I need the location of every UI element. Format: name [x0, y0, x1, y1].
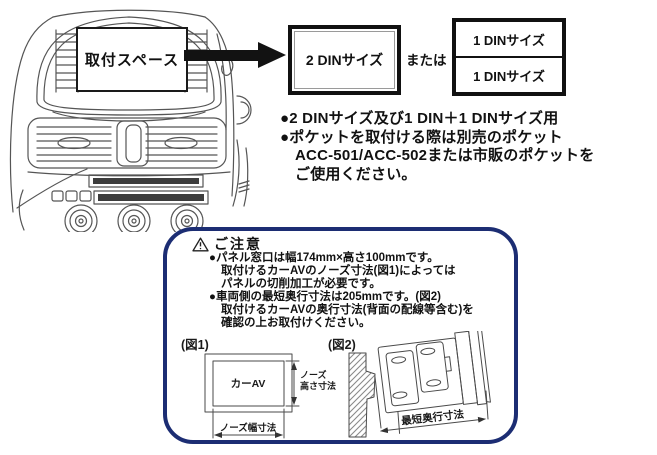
fig1-width-ext-lines — [212, 408, 285, 439]
caution-line-2: 取付けるカーAVのノーズ寸法(図1)によっては — [221, 264, 456, 277]
fig2-depth-arrow — [380, 416, 486, 434]
fig1-height-dim-line2: 高さ寸法 — [300, 380, 336, 391]
fig2-ext-lines — [374, 376, 489, 429]
side-detail-wave-2 — [243, 147, 249, 207]
center-vent-slats-left — [36, 126, 112, 162]
dash-outline-top — [52, 9, 206, 18]
dash-crease — [16, 168, 88, 209]
vent-knob-left — [57, 136, 91, 150]
fig2-wall-hatched — [348, 352, 376, 438]
climate-knob-left — [64, 204, 98, 232]
cd-slot-1-opening — [93, 178, 199, 184]
notes-block: ●2 DINサイズ及び1 DIN＋1 DINサイズ用 ●ポケットを取付ける際は別… — [280, 110, 656, 184]
button-1 — [51, 190, 64, 202]
note-line-2: ●ポケットを取付ける際は別売のポケット — [280, 128, 563, 146]
note-line-4: ご使用ください。 — [295, 165, 417, 183]
right-vent-louvers — [184, 29, 208, 93]
left-bracket-curve — [18, 189, 25, 231]
fig1-unit-label: カーAV — [231, 378, 266, 390]
caution-line-3: パネルの切削加工が必要です。 — [221, 277, 381, 290]
din-1-top-cell: 1 DINサイズ — [456, 22, 562, 58]
caution-title: ご注意 — [214, 236, 262, 252]
center-vent-slats-right — [145, 126, 218, 162]
caution-line-6: 確認の上お取付けください。 — [221, 316, 371, 329]
arrow-bar — [184, 50, 264, 61]
caution-line-4: ●車両側の最短奥行寸法は205mmです。(図2) — [209, 290, 441, 303]
side-detail-arc-outer — [236, 95, 252, 125]
fig2-label: (図2) — [328, 338, 356, 352]
car-dashboard-illustration — [9, 9, 252, 232]
din-2-size-box: 2 DINサイズ — [288, 25, 401, 95]
side-detail-hatch — [238, 180, 250, 193]
dash-outline-right — [204, 16, 235, 197]
vent-knob-right — [164, 136, 198, 150]
left-vent-louvers — [55, 29, 79, 93]
cd-slot-1 — [88, 174, 204, 188]
dash-outline-right-inner — [216, 33, 227, 131]
fig1-height-ext-lines — [285, 360, 300, 407]
vent-divider-inner — [125, 124, 142, 163]
fig1-width-dim: ノーズ幅寸法 — [220, 422, 277, 434]
din-1-stack-box: 1 DINサイズ 1 DINサイズ — [452, 18, 566, 96]
note-line-1: ●2 DINサイズ及び1 DIN＋1 DINサイズ用 — [280, 110, 559, 127]
climate-knob-center — [117, 204, 151, 232]
warning-icon — [192, 237, 209, 251]
mount-space-callout: 取付スペース — [76, 27, 188, 92]
arrow-right-icon — [258, 42, 286, 68]
side-detail-arc-inner — [240, 101, 250, 119]
figure-diagrams: (図1) カーAV ノーズ 高さ寸法 ノーズ幅寸法 (図2) — [181, 331, 491, 439]
vent-divider-outer — [116, 120, 149, 167]
screen-bezel-outer — [36, 16, 222, 116]
cd-slot-2-opening — [98, 194, 204, 201]
climate-knob-right — [170, 204, 204, 232]
center-vent-panel — [27, 117, 227, 169]
cd-slot-2 — [93, 190, 209, 205]
dash-face-curve — [27, 171, 231, 177]
button-2 — [65, 190, 78, 202]
button-3 — [79, 190, 92, 202]
mount-space-label: 取付スペース — [84, 52, 180, 69]
caution-line-1: ●パネル窓口は幅174mm×高さ100mmです。 — [209, 252, 439, 264]
fig1-label: (図1) — [181, 338, 209, 352]
fig2-av-unit — [377, 331, 491, 434]
screen-bezel-inner — [43, 22, 215, 111]
note-line-3: ACC-501/ACC-502または市販のポケットを — [295, 147, 595, 165]
caution-header: ご注意 — [192, 234, 262, 254]
din-2-size-label: 2 DINサイズ — [305, 52, 384, 68]
dash-outline-left — [9, 16, 54, 213]
caution-line-5: 取付けるカーAVの奥行寸法(背面の配線等含む)を — [221, 303, 474, 316]
or-label: または — [406, 53, 447, 68]
din-1-bottom-cell: 1 DINサイズ — [473, 68, 545, 84]
side-detail-wave-1 — [232, 139, 240, 207]
caution-box: ご注意 ●パネル窓口は幅174mm×高さ100mmです。 取付けるカーAVのノー… — [163, 227, 518, 444]
caution-text: ●パネル窓口は幅174mm×高さ100mmです。 取付けるカーAVのノーズ寸法(… — [209, 252, 474, 329]
fig1-height-dim-line1: ノーズ — [300, 369, 327, 380]
fig1-nose-rect — [212, 360, 285, 407]
